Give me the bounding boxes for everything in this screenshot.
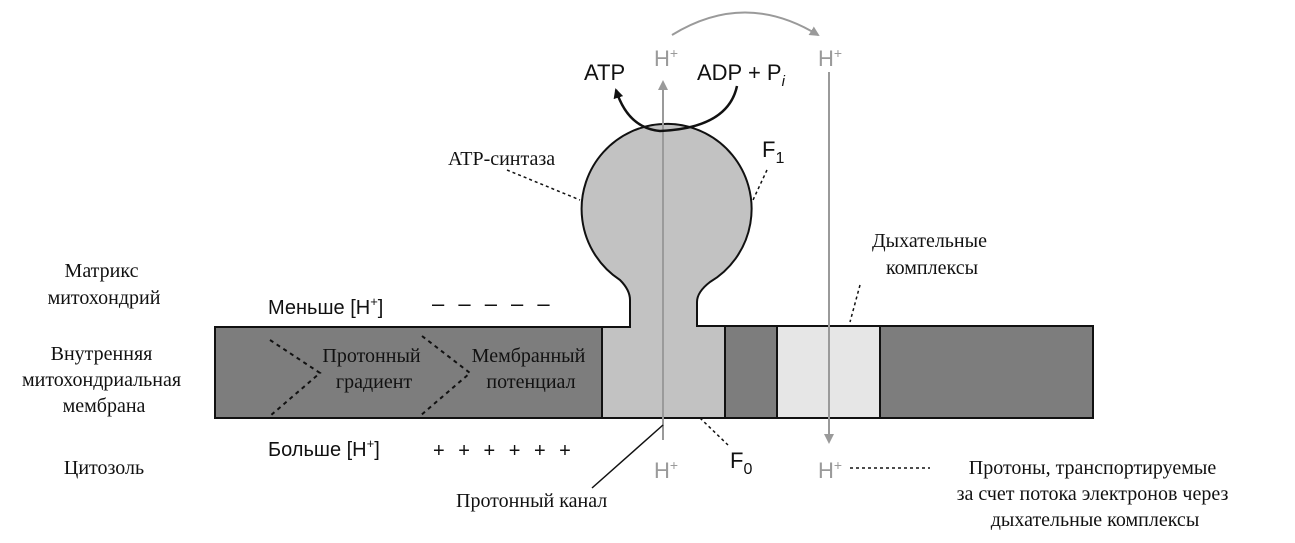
atp-synthase-leader bbox=[506, 169, 581, 201]
respiratory-complex-dark bbox=[724, 325, 778, 419]
positive-charges: + + + + + + bbox=[433, 440, 575, 462]
adp-pi-label: ADP + Pi bbox=[697, 60, 786, 90]
membrane-left-block bbox=[214, 326, 603, 419]
negative-charges: – – – – – bbox=[432, 291, 554, 316]
membrane-potential-label: Мембранный потенциал bbox=[472, 345, 591, 393]
proton-channel-label: Протонный канал bbox=[456, 490, 607, 512]
atp-synthase-label: ATP-синтаза bbox=[448, 148, 555, 170]
membrane-right-block bbox=[879, 325, 1094, 419]
respiratory-leader bbox=[849, 284, 861, 323]
f1-leader bbox=[752, 169, 768, 201]
proton-channel-leader bbox=[591, 424, 664, 489]
proton-top-right: H+ bbox=[818, 45, 842, 71]
less-protons-label: Меньше [H+] bbox=[268, 294, 383, 319]
proton-cycle-arc bbox=[671, 11, 820, 37]
matrix-label: Матрикс митохондрий bbox=[48, 260, 161, 309]
proton-bottom-right: H+ bbox=[818, 457, 842, 483]
membrane-label: Внутренняя митохондриальная мембрана bbox=[22, 343, 186, 417]
adp-to-atp-arrow bbox=[613, 85, 739, 133]
gradient-chevron-1 bbox=[269, 339, 322, 417]
proton-top-left: H+ bbox=[654, 45, 678, 71]
cytosol-label: Цитозоль bbox=[64, 457, 144, 479]
more-protons-label: Больше [H+] bbox=[268, 436, 380, 461]
transported-protons-label: Протоны, транспортируемые за счет потока… bbox=[957, 457, 1234, 531]
f0-label: F0 bbox=[730, 448, 752, 478]
respiratory-complexes-label: Дыхательные комплексы bbox=[872, 230, 992, 279]
f0-leader bbox=[699, 417, 729, 446]
proton-gradient-label: Протонный градиент bbox=[322, 345, 425, 393]
gradient-chevron-2 bbox=[419, 335, 472, 417]
f1-label: F1 bbox=[762, 137, 784, 167]
atp-label: ATP bbox=[584, 60, 625, 85]
atp-synthase-shape bbox=[580, 122, 753, 419]
proton-bottom-left: H+ bbox=[654, 457, 678, 483]
